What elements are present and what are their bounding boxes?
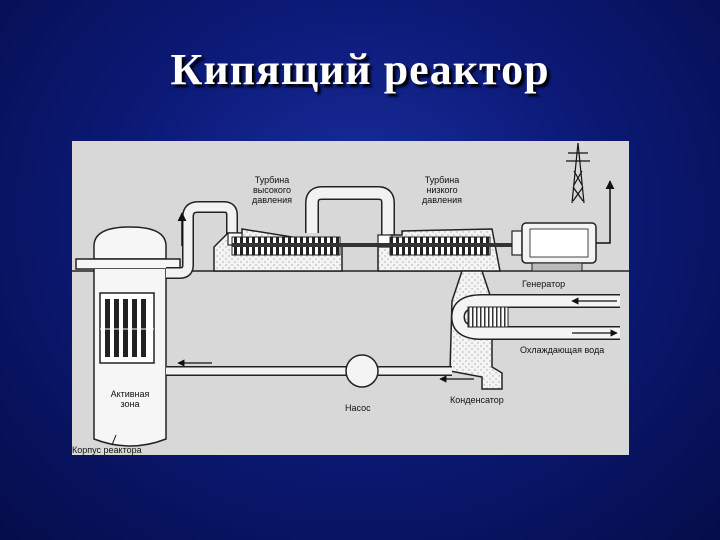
slide-title: Кипящий реактор bbox=[170, 45, 550, 94]
hp-turbine-label-1: Турбина bbox=[255, 175, 290, 185]
turbine-shaft bbox=[232, 243, 528, 247]
vessel-label: Корпус реактора bbox=[72, 445, 142, 455]
cooling-water-label: Охлаждающая вода bbox=[520, 345, 604, 355]
core-label-2: зона bbox=[120, 399, 139, 409]
generator bbox=[511, 222, 597, 272]
hp-turbine-label-3: давления bbox=[252, 195, 292, 205]
power-pylon bbox=[566, 142, 590, 204]
lp-turbine-label-1: Турбина bbox=[425, 175, 460, 185]
cooling-tubes bbox=[450, 294, 620, 340]
lp-turbine bbox=[377, 228, 501, 272]
crossover-pipe bbox=[305, 186, 395, 235]
lp-turbine-label-2: низкого bbox=[426, 185, 457, 195]
reactor-core bbox=[99, 292, 155, 364]
hp-turbine-label-2: высокого bbox=[253, 185, 291, 195]
core-label-1: Активная bbox=[111, 389, 150, 399]
lp-turbine-label-3: давления bbox=[422, 195, 462, 205]
condenser-label: Конденсатор bbox=[450, 395, 504, 405]
power-line bbox=[596, 180, 615, 244]
generator-label: Генератор bbox=[522, 279, 565, 289]
pump-label: Насос bbox=[345, 403, 371, 413]
pump bbox=[345, 354, 379, 388]
feedwater-line bbox=[166, 359, 474, 383]
hp-turbine bbox=[213, 228, 343, 272]
